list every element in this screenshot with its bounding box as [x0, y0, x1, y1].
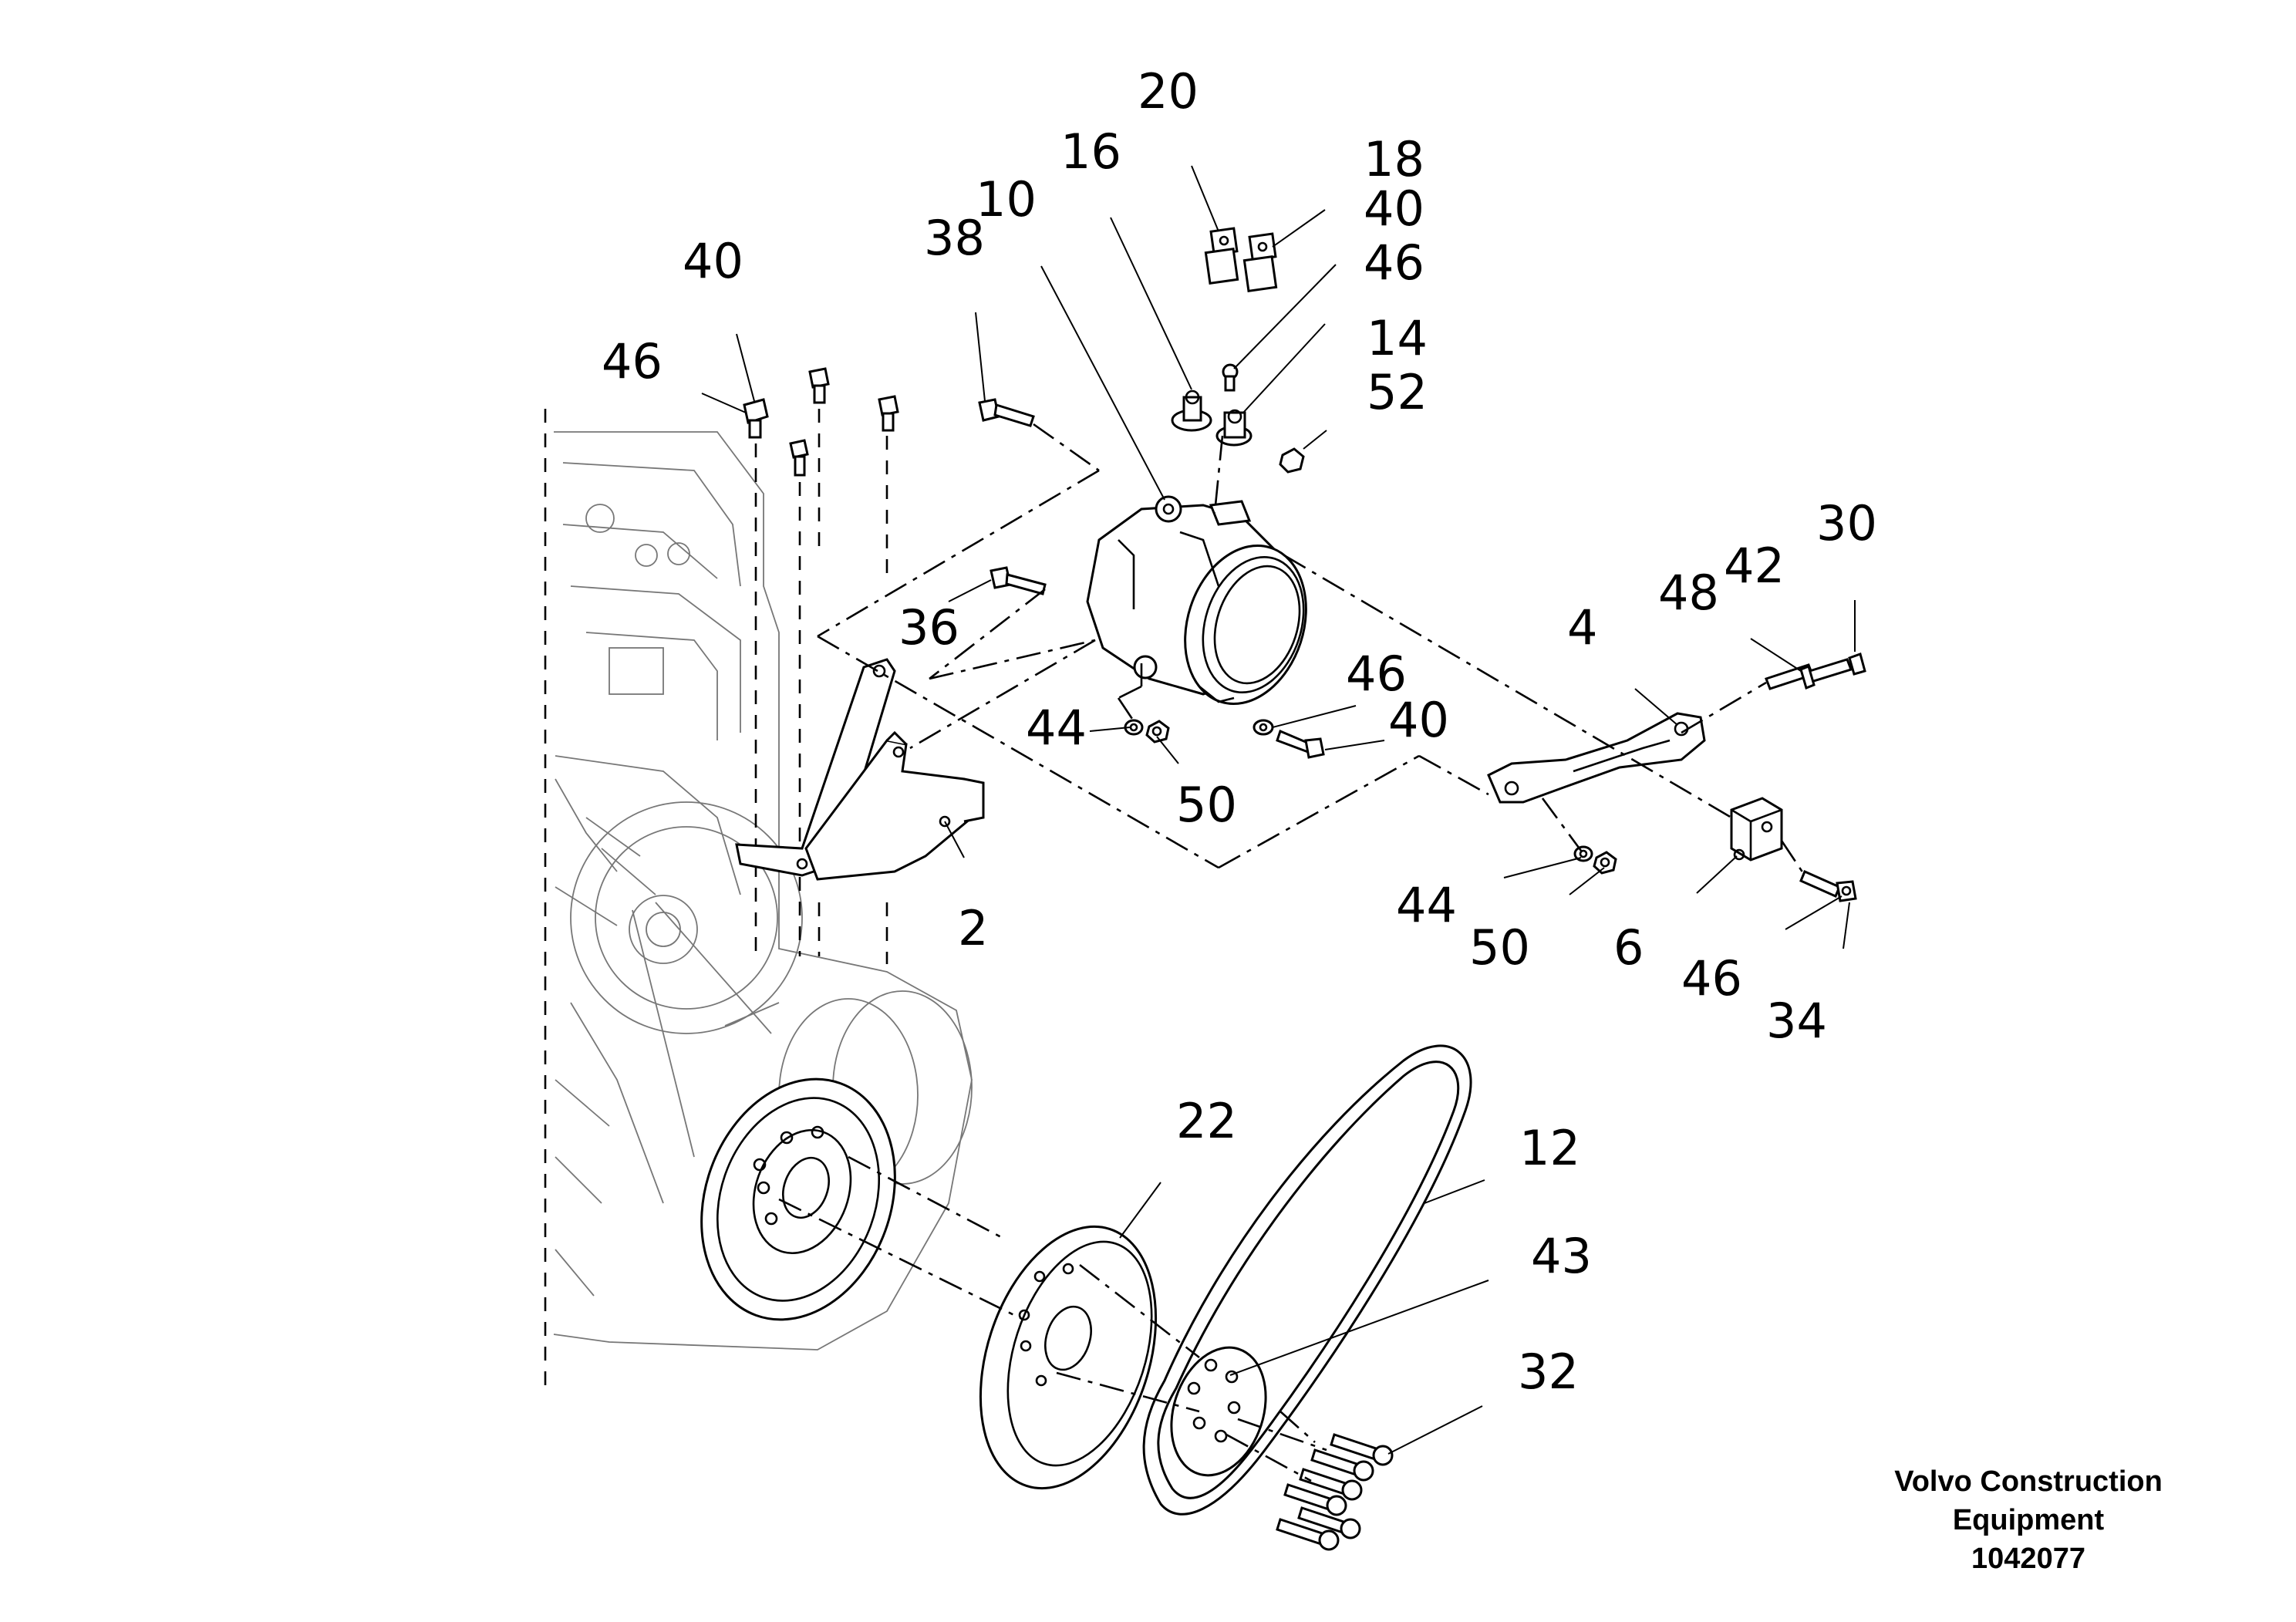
callout-14: 14: [1367, 310, 1428, 366]
callout-46-left: 46: [602, 333, 663, 389]
fittings-top: [1171, 227, 1305, 514]
bolt-30-assembly: [1765, 653, 1866, 690]
callout-43: 43: [1531, 1228, 1592, 1284]
callout-6: 6: [1613, 919, 1644, 976]
callout-36: 36: [899, 599, 959, 656]
bolt-washer-40-46-mid: [1253, 719, 1325, 759]
footer-line-2: Equipment: [1953, 1504, 2105, 1536]
callout-labels: 20 16 18 40 10 38 46 14 52 40 46 30 42 4…: [602, 63, 1877, 1400]
callout-50-left: 50: [1176, 777, 1237, 833]
callout-46-right: 46: [1681, 950, 1742, 1007]
nut-52: [1279, 447, 1305, 474]
callout-4: 4: [1567, 599, 1597, 656]
bolt-38: [978, 398, 1035, 427]
callout-40-mid: 40: [1388, 692, 1449, 748]
callout-46-top: 46: [1364, 234, 1424, 291]
bolt-left-2: [808, 367, 830, 404]
bolts-32: [1276, 1433, 1394, 1551]
callout-2: 2: [958, 900, 988, 956]
callout-10: 10: [976, 171, 1037, 228]
callout-12: 12: [1519, 1120, 1580, 1176]
footer-caption: Volvo Construction Equipment 1042077: [1894, 1465, 2163, 1575]
footer-line-1: Volvo Construction: [1894, 1465, 2163, 1498]
fitting-20: [1204, 227, 1239, 285]
belt-12: [1142, 1044, 1472, 1516]
washer-nut-44-50-left: [1124, 719, 1170, 744]
mounting-bolts-left: [743, 367, 899, 964]
callout-50-right: 50: [1469, 919, 1530, 976]
washer-nut-44-50-right: [1573, 845, 1617, 875]
callout-30: 30: [1816, 495, 1877, 551]
callout-40-left: 40: [683, 233, 743, 289]
fitting-18: [1242, 232, 1278, 293]
fitting-16: [1171, 389, 1212, 432]
callout-38: 38: [924, 210, 985, 266]
bolt-40-left: [743, 398, 769, 439]
fitting-14: [1215, 409, 1253, 447]
bolt-34: [1799, 870, 1857, 902]
bracket-2: [735, 658, 985, 881]
tension-arm-4: [1487, 712, 1706, 804]
callout-16: 16: [1060, 123, 1121, 180]
footer-line-3: 1042077: [1971, 1543, 2085, 1575]
ac-compressor: [1086, 495, 1307, 706]
callout-44-right: 44: [1396, 877, 1457, 933]
crank-pulley: [700, 1077, 896, 1321]
callout-40-top: 40: [1364, 180, 1424, 237]
bolt-36: [990, 566, 1047, 595]
leader-lines: [701, 165, 1856, 1455]
callout-52: 52: [1367, 364, 1428, 420]
callout-34: 34: [1766, 993, 1827, 1049]
callout-46-mid: 46: [1346, 646, 1407, 702]
callout-42: 42: [1724, 538, 1785, 594]
callout-20: 20: [1138, 63, 1199, 120]
callout-22: 22: [1176, 1093, 1237, 1149]
pulley-22: [979, 1225, 1158, 1490]
callout-44-left: 44: [1026, 700, 1087, 756]
callout-32: 32: [1518, 1344, 1579, 1400]
block-6: [1730, 797, 1783, 862]
callout-48: 48: [1658, 565, 1719, 621]
bolt-left-4: [878, 395, 899, 432]
callout-18: 18: [1364, 131, 1424, 187]
bolt-left-3: [789, 439, 809, 477]
assembly-lines: [778, 423, 1806, 1482]
